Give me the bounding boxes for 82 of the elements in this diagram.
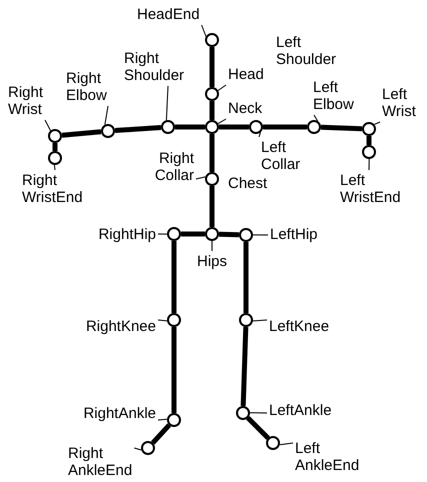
- bone-line: [62, 129, 102, 138]
- bone-line: [181, 232, 205, 236]
- bone-line: [219, 124, 249, 130]
- joint-circle: [205, 120, 219, 134]
- bone-line: [172, 327, 176, 413]
- joint-label: HeadEnd: [137, 6, 219, 23]
- joint-label: Hips: [197, 253, 239, 270]
- joint-circle: [266, 436, 280, 450]
- joint-circle: [362, 122, 376, 136]
- bone-line: [210, 134, 214, 172]
- joint-label: Left Shoulder: [276, 34, 338, 68]
- leader-line: [158, 234, 168, 235]
- joint-circle: [239, 313, 253, 327]
- joint-circle: [249, 120, 263, 134]
- bone-line: [218, 232, 240, 238]
- leader-line: [196, 176, 206, 180]
- joint-label: Left Wrist: [382, 86, 427, 120]
- leader-line: [44, 120, 51, 132]
- joint-label: RightKnee: [64, 318, 156, 335]
- leader-line: [158, 418, 168, 420]
- joint-label: Neck: [228, 100, 278, 117]
- bone-line: [175, 124, 205, 130]
- bone-line: [210, 186, 214, 227]
- bone-line: [210, 101, 214, 120]
- joint-label: LeftAnkle: [269, 402, 353, 419]
- bone-line: [246, 416, 270, 440]
- joint-label: Right Collar: [140, 150, 194, 184]
- joint-label: Left WristEnd: [340, 172, 424, 206]
- leader-line: [252, 320, 268, 322]
- joint-label: Left Collar: [261, 139, 316, 173]
- joint-circle: [167, 227, 181, 241]
- bone-line: [210, 47, 214, 87]
- leader-line: [218, 84, 226, 91]
- leader-line: [166, 86, 168, 121]
- joint-label: Right Shoulder: [124, 50, 204, 84]
- bone-line: [52, 143, 58, 151]
- joint-label: Right Elbow: [66, 70, 121, 104]
- joint-label: RightAnkle: [60, 405, 156, 422]
- leader-line: [250, 412, 268, 414]
- bone-line: [114, 125, 162, 133]
- leader-line: [201, 24, 206, 37]
- joint-circle: [205, 33, 219, 47]
- leader-line: [368, 158, 370, 170]
- leader-line: [252, 234, 268, 236]
- joint-circle: [205, 227, 219, 241]
- leader-line: [279, 442, 294, 446]
- joint-circle: [101, 124, 115, 138]
- joint-label: LeftHip: [270, 226, 332, 243]
- joint-label: Chest: [228, 175, 268, 192]
- leader-line: [104, 106, 108, 126]
- bone-line: [172, 241, 176, 313]
- joint-circle: [205, 172, 219, 186]
- joint-circle: [236, 406, 250, 420]
- joint-circle: [205, 87, 219, 101]
- joint-circle: [48, 129, 62, 143]
- joint-label: LeftKnee: [269, 318, 349, 335]
- joint-label: Right Wrist: [8, 84, 58, 118]
- bone-line: [366, 136, 372, 145]
- bone-line: [320, 124, 362, 132]
- joint-label: Right AnkleEnd: [68, 445, 152, 479]
- bone-line: [240, 326, 248, 406]
- joint-circle: [167, 313, 181, 327]
- joint-circle: [141, 441, 155, 455]
- leader-line: [158, 320, 168, 322]
- bone-line: [263, 124, 307, 130]
- leader-line: [134, 448, 142, 450]
- joint-label: Head: [228, 66, 278, 83]
- joint-label: RightHip: [80, 226, 156, 243]
- joint-circle: [362, 145, 376, 159]
- joint-circle: [48, 151, 62, 165]
- bone-line: [150, 423, 172, 445]
- joint-circle: [307, 120, 321, 134]
- leader-line: [218, 118, 226, 124]
- leader-line: [54, 164, 56, 170]
- joint-label: Left Elbow: [313, 79, 373, 113]
- joint-circle: [161, 120, 175, 134]
- joint-circle: [167, 413, 181, 427]
- leader-line: [374, 122, 380, 125]
- joint-circle: [239, 228, 253, 242]
- joint-label: Left AnkleEnd: [295, 440, 379, 474]
- bone-line: [244, 242, 248, 313]
- joint-label: Right WristEnd: [22, 172, 104, 206]
